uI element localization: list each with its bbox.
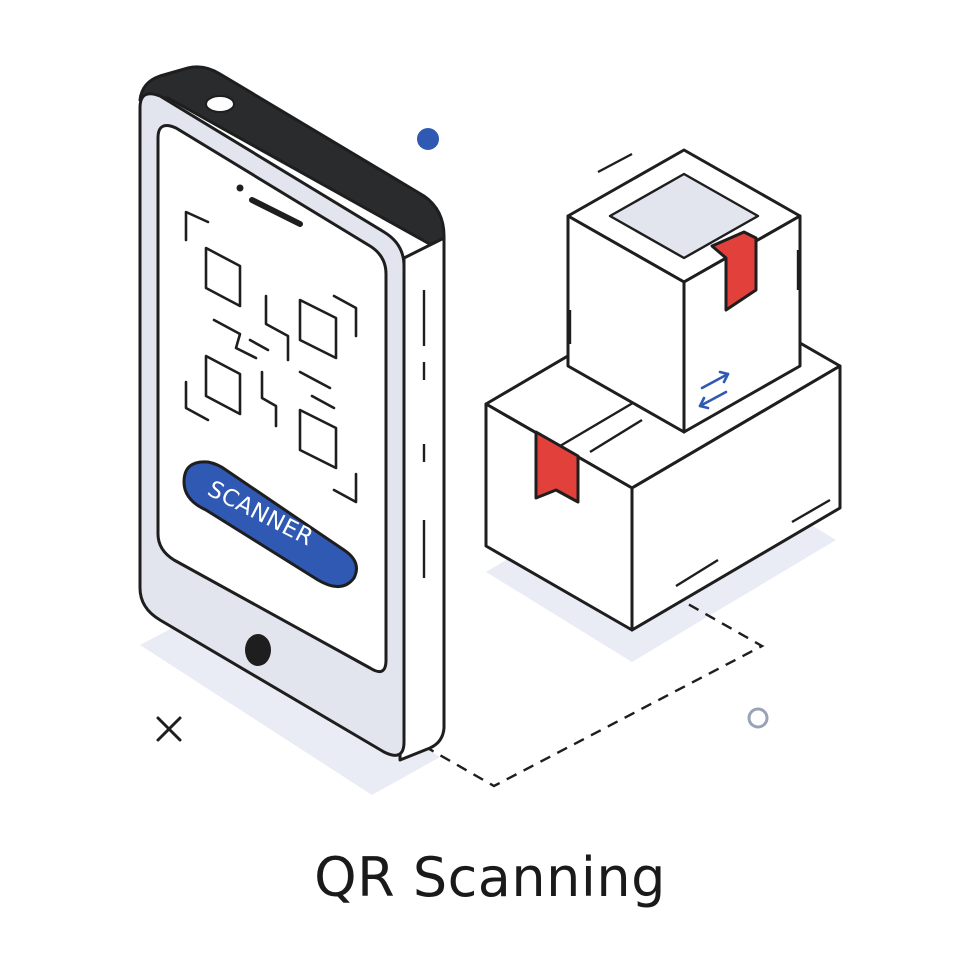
smartphone-icon: SCANNER xyxy=(138,65,446,762)
qr-code-icon xyxy=(184,210,358,504)
dashed-connector xyxy=(423,602,765,788)
bottom-box-seam-2 xyxy=(589,418,643,454)
top-box-lid xyxy=(608,172,760,260)
bottom-box-accent-2 xyxy=(791,498,831,524)
scanner-button-bg[interactable] xyxy=(182,460,358,588)
phone-screen xyxy=(156,124,388,674)
camera-icon xyxy=(205,95,235,113)
page-caption: QR Scanning xyxy=(314,846,666,909)
bottom-box-tape xyxy=(534,430,580,504)
speaker-slot xyxy=(249,197,303,227)
stacked-boxes-icon xyxy=(484,148,842,632)
bottom-box-accent-3 xyxy=(675,558,719,588)
close-x-icon xyxy=(156,716,182,742)
front-camera xyxy=(236,184,244,192)
phone-shadow xyxy=(140,608,440,795)
phone-body-top xyxy=(138,65,446,254)
blue-dot-icon xyxy=(417,128,439,150)
swap-arrows-icon xyxy=(698,370,730,410)
home-button-icon xyxy=(245,634,271,666)
top-box-tape xyxy=(710,230,758,312)
phone-body-side xyxy=(398,236,446,762)
bottom-box-right xyxy=(630,364,842,632)
outline-circle-icon xyxy=(747,707,769,729)
top-box-right xyxy=(682,214,802,434)
top-box-accent-2 xyxy=(597,152,633,174)
